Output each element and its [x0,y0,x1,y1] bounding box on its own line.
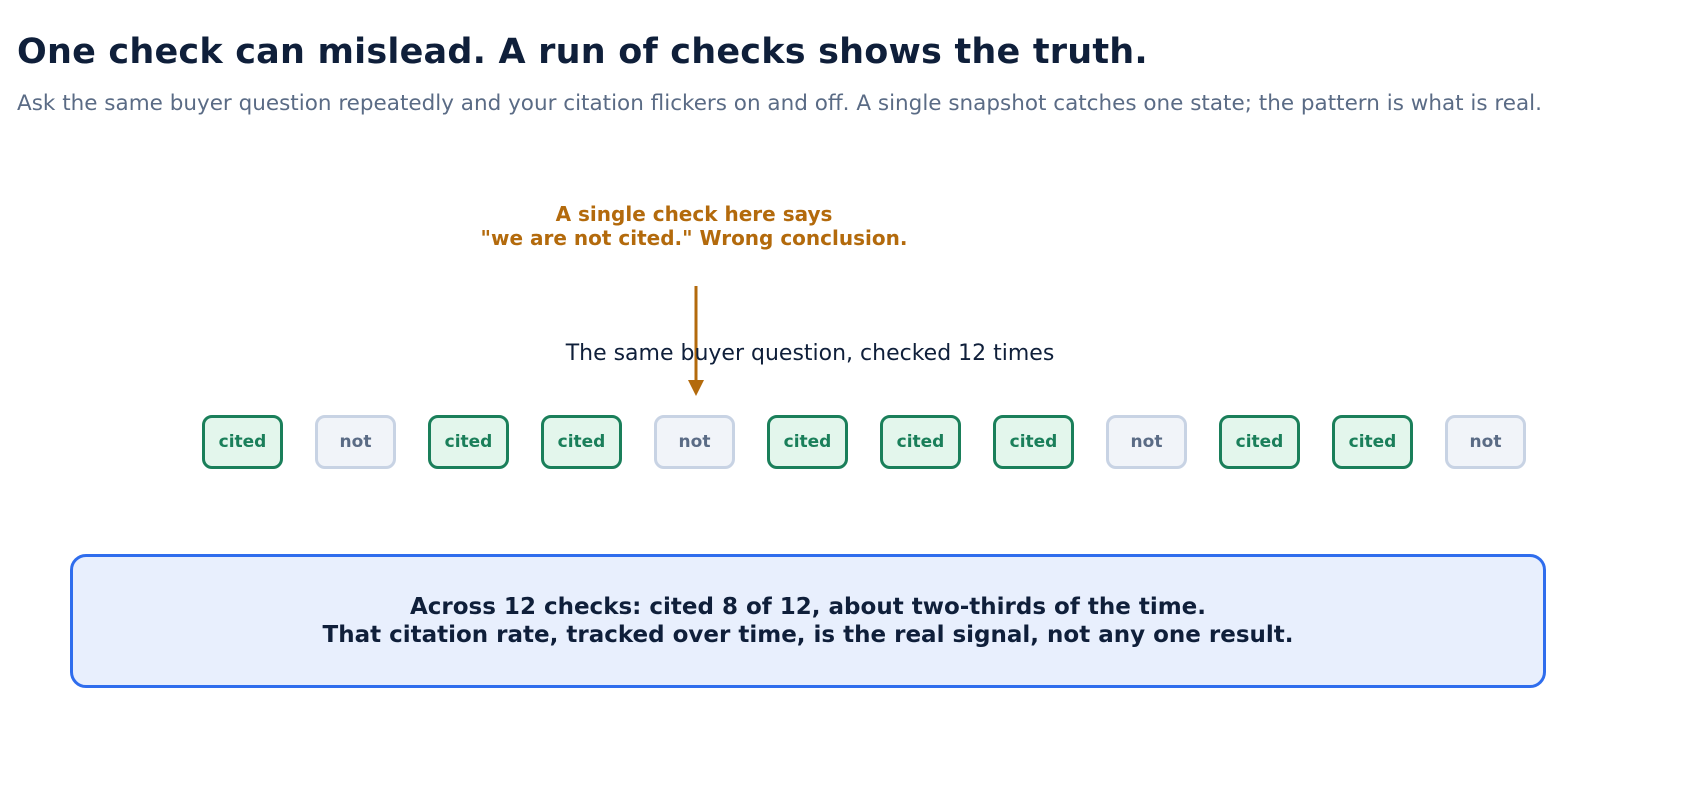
summary-box: Across 12 checks: cited 8 of 12, about t… [70,554,1546,688]
checks-caption: The same buyer question, checked 12 time… [565,341,1055,366]
check-1-cited: cited [202,415,283,469]
check-5-not: not [654,415,735,469]
check-11-cited: cited [1332,415,1413,469]
annotation-line-2: "we are not cited." Wrong conclusion. [480,226,908,250]
check-3-cited: cited [428,415,509,469]
page-title: One check can mislead. A run of checks s… [17,32,1148,72]
summary-line-1: Across 12 checks: cited 8 of 12, about t… [409,594,1207,620]
check-6-cited: cited [767,415,848,469]
check-8-cited: cited [993,415,1074,469]
check-4-cited: cited [541,415,622,469]
page-subtitle: Ask the same buyer question repeatedly a… [17,91,1542,116]
check-10-cited: cited [1219,415,1300,469]
check-7-cited: cited [880,415,961,469]
annotation-line-1: A single check here says [555,202,833,226]
single-check-annotation: A single check here says "we are not cit… [394,202,994,250]
check-2-not: not [315,415,396,469]
annotation-arrow-icon [688,286,704,396]
check-9-not: not [1106,415,1187,469]
summary-line-2: That citation rate, tracked over time, i… [322,622,1294,648]
check-12-not: not [1445,415,1526,469]
